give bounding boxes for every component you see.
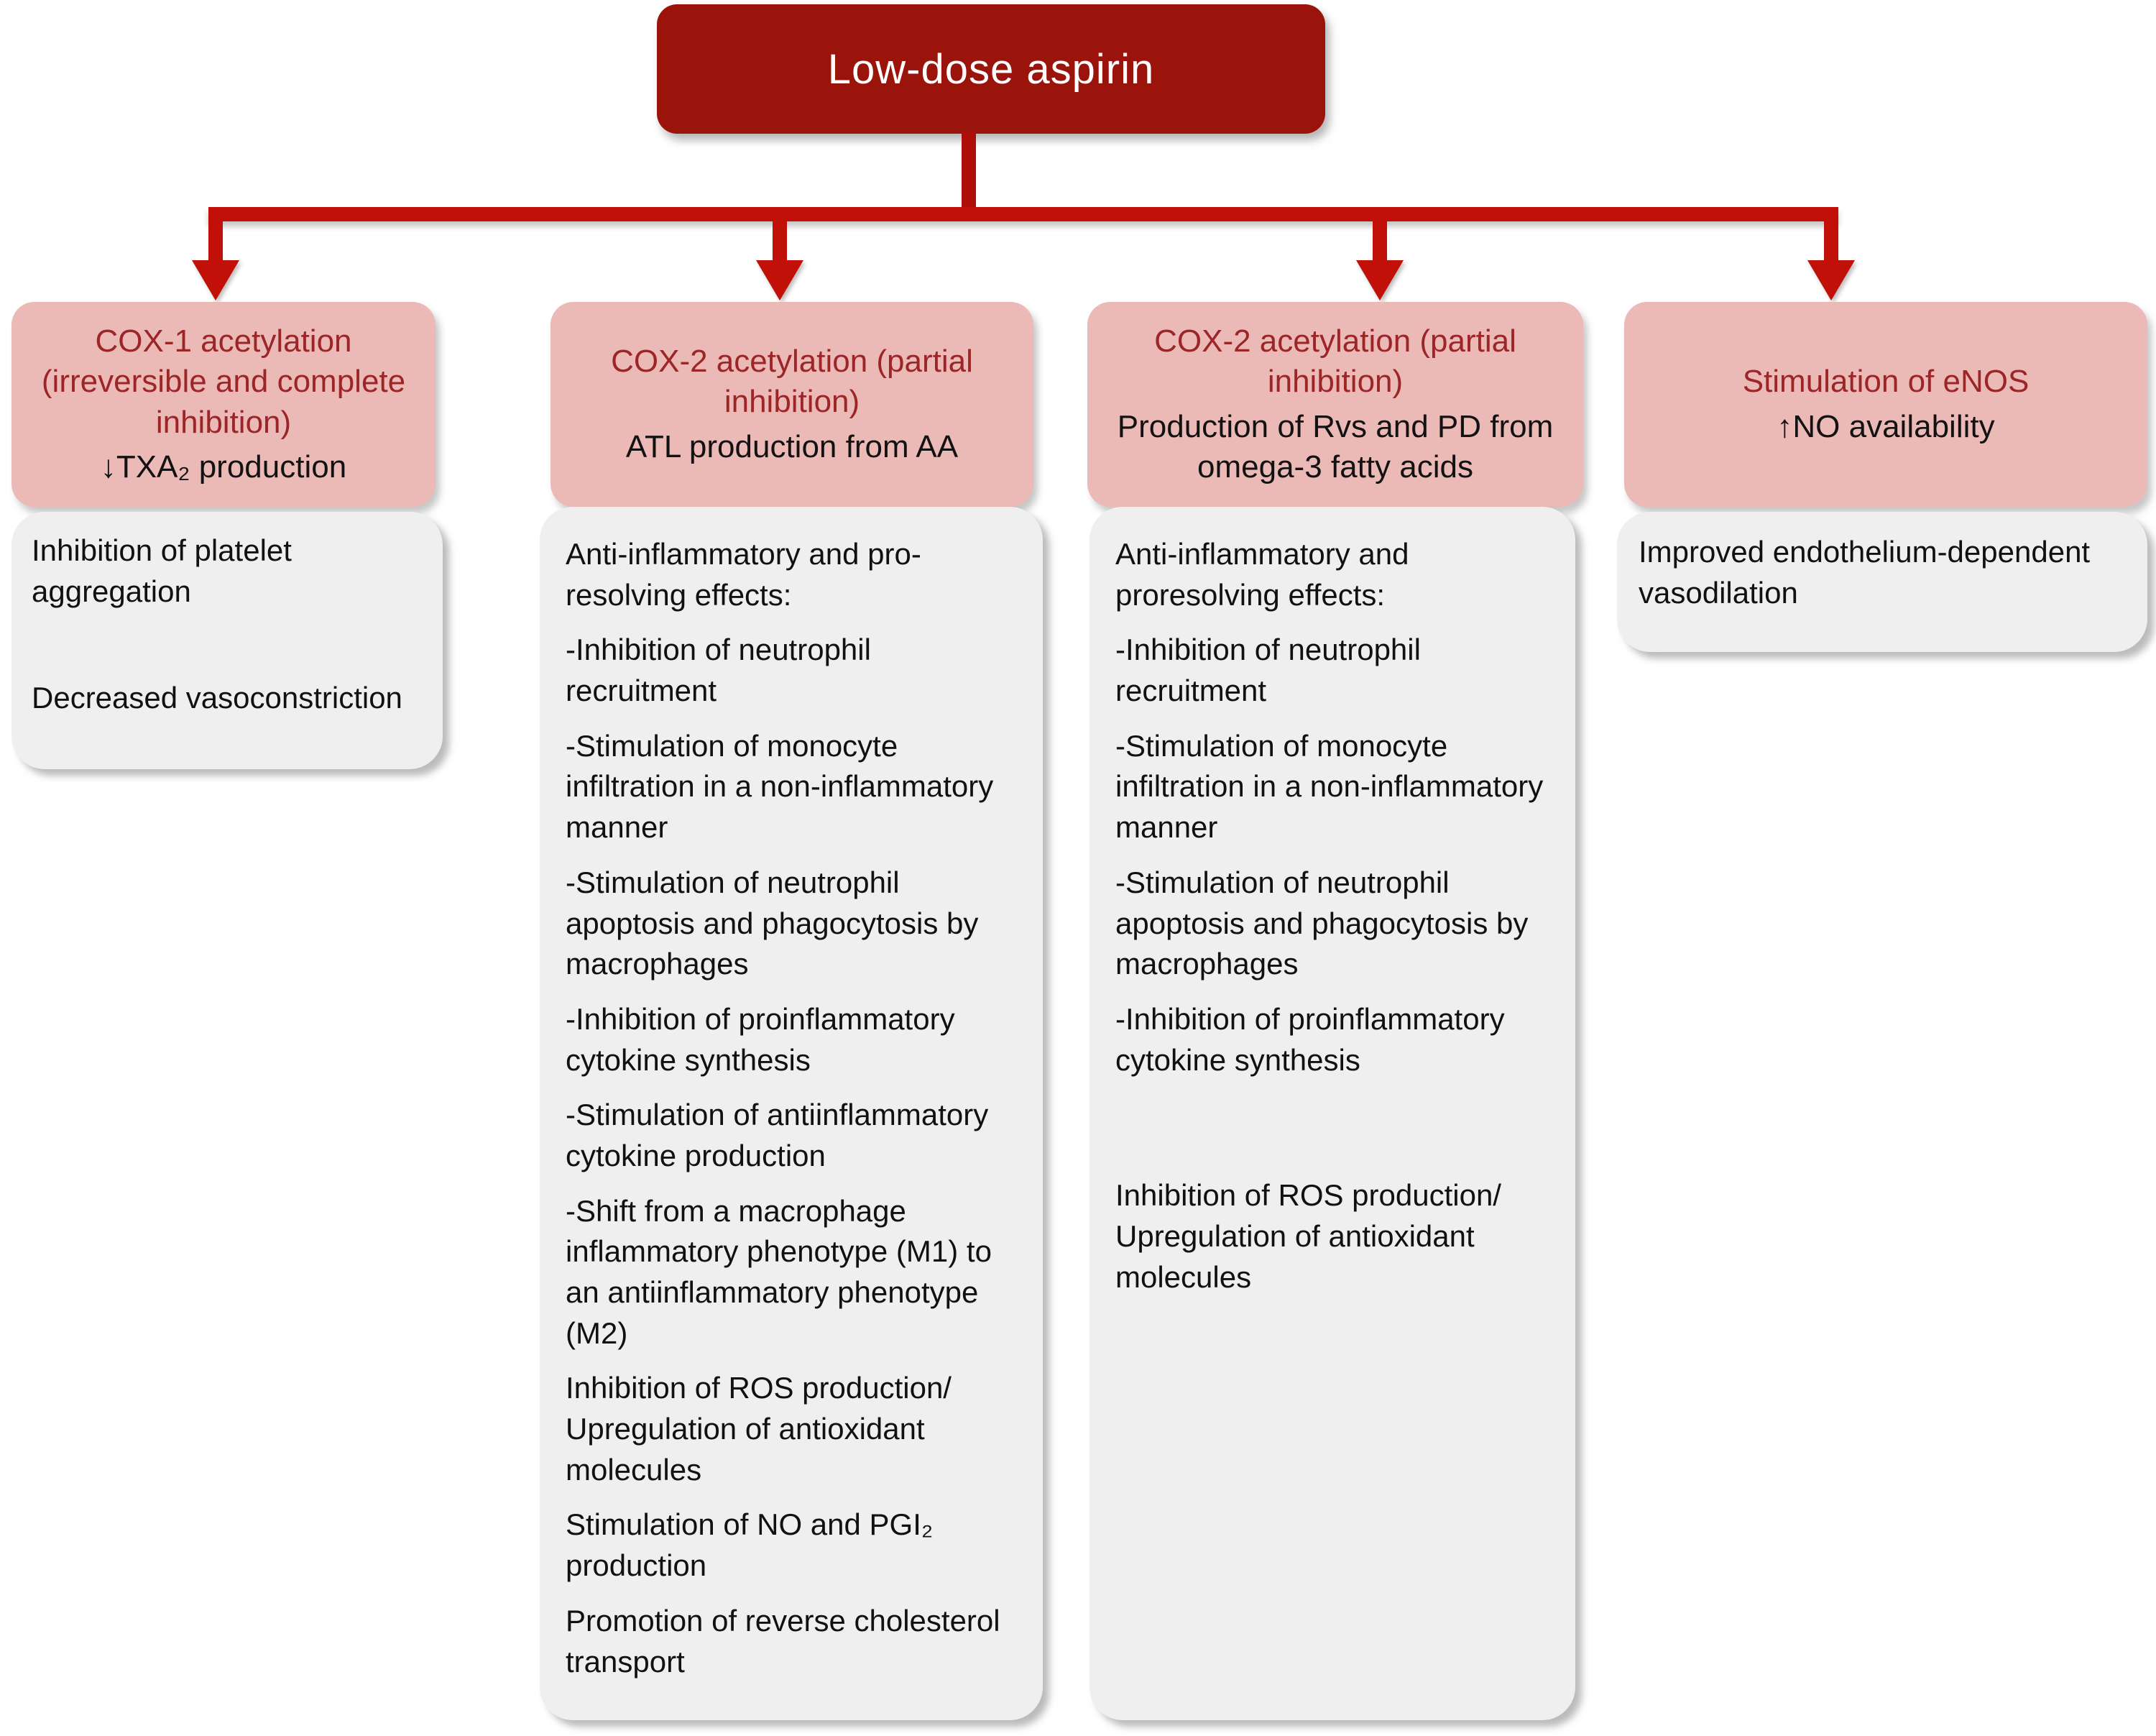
effect-item: -Inhibition of neutrophil recruitment (566, 633, 871, 708)
effect-item: Inhibition of platelet aggregation (32, 533, 292, 608)
arrow-down-icon (1807, 260, 1855, 300)
connector-stem-3 (1373, 207, 1387, 265)
branch-3-effects-box: Anti-inflammatory and proresolving effec… (1089, 507, 1575, 1720)
branch-2-effects-box: Anti-inflammatory and pro-resolving effe… (540, 507, 1043, 1720)
branch-1-effects-box: Inhibition of platelet aggregation Decre… (11, 512, 443, 769)
connector-stem-4 (1824, 207, 1838, 265)
root-node-low-dose-aspirin: Low-dose aspirin (657, 4, 1325, 134)
effect-item: Anti-inflammatory and proresolving effec… (1115, 537, 1409, 612)
effect-item: -Inhibition of proinflammatory cytokine … (1115, 1001, 1505, 1077)
branch-1-header-box-cox1-acetylation: COX-1 acetylation (irreversible and comp… (11, 302, 436, 507)
effect-item: Promotion of reverse cholesterol transpo… (566, 1603, 1000, 1678)
branch-4-effects-box: Improved endothelium-dependent vasodilat… (1617, 512, 2147, 652)
connector-horizontal-bar (208, 207, 1838, 221)
effect-item: Decreased vasoconstriction (32, 681, 402, 715)
arrow-down-icon (192, 260, 239, 300)
branch-1-header-title: COX-1 acetylation (irreversible and comp… (41, 323, 406, 440)
effect-item: -Stimulation of antiinflammatory cytokin… (566, 1098, 989, 1172)
branch-4-header-title: Stimulation of eNOS (1742, 364, 2030, 400)
effect-item: -Stimulation of monocyte infiltration in… (566, 728, 994, 845)
arrow-down-icon (1356, 260, 1404, 300)
effect-item: Stimulation of NO and PGI₂ production (566, 1507, 934, 1583)
effect-item: Inhibition of ROS production/ Upregulati… (1115, 1178, 1501, 1294)
effect-item: -Shift from a macrophage inflammatory ph… (566, 1193, 992, 1350)
effect-item: -Stimulation of neutrophil apoptosis and… (566, 865, 979, 981)
branch-4-header-box-stimulation-enos: Stimulation of eNOS ↑NO availability (1624, 302, 2147, 507)
effect-item: -Inhibition of neutrophil recruitment (1115, 633, 1421, 708)
branch-2-header-box-cox2-acetylation-atl: COX-2 acetylation (partial inhibition) A… (550, 302, 1033, 507)
effect-item: -Stimulation of monocyte infiltration in… (1115, 728, 1544, 845)
effect-item: Anti-inflammatory and pro-resolving effe… (566, 537, 921, 612)
branch-3-header-box-cox2-acetylation-rvs-pd: COX-2 acetylation (partial inhibition) P… (1087, 302, 1583, 507)
effect-item: Inhibition of ROS production/ Upregulati… (566, 1371, 952, 1487)
arrow-down-icon (756, 260, 803, 300)
effect-item: Improved endothelium-dependent vasodilat… (1639, 535, 2091, 610)
root-node-label: Low-dose aspirin (827, 45, 1155, 93)
branch-3-header-subtitle: Production of Rvs and PD from omega-3 fa… (1117, 408, 1554, 484)
effect-item: -Stimulation of neutrophil apoptosis and… (1115, 865, 1529, 981)
connector-stem-2 (773, 207, 787, 265)
connector-stem-1 (208, 207, 223, 265)
branch-2-header-title: COX-2 acetylation (partial inhibition) (611, 344, 973, 420)
connector-trunk (962, 132, 976, 221)
branch-4-header-subtitle: ↑NO availability (1777, 408, 1995, 444)
branch-3-header-title: COX-2 acetylation (partial inhibition) (1154, 323, 1516, 400)
branch-1-header-subtitle: ↓TXA₂ production (100, 449, 347, 484)
effect-item: -Inhibition of proinflammatory cytokine … (566, 1001, 955, 1077)
branch-2-header-subtitle: ATL production from AA (625, 428, 959, 464)
